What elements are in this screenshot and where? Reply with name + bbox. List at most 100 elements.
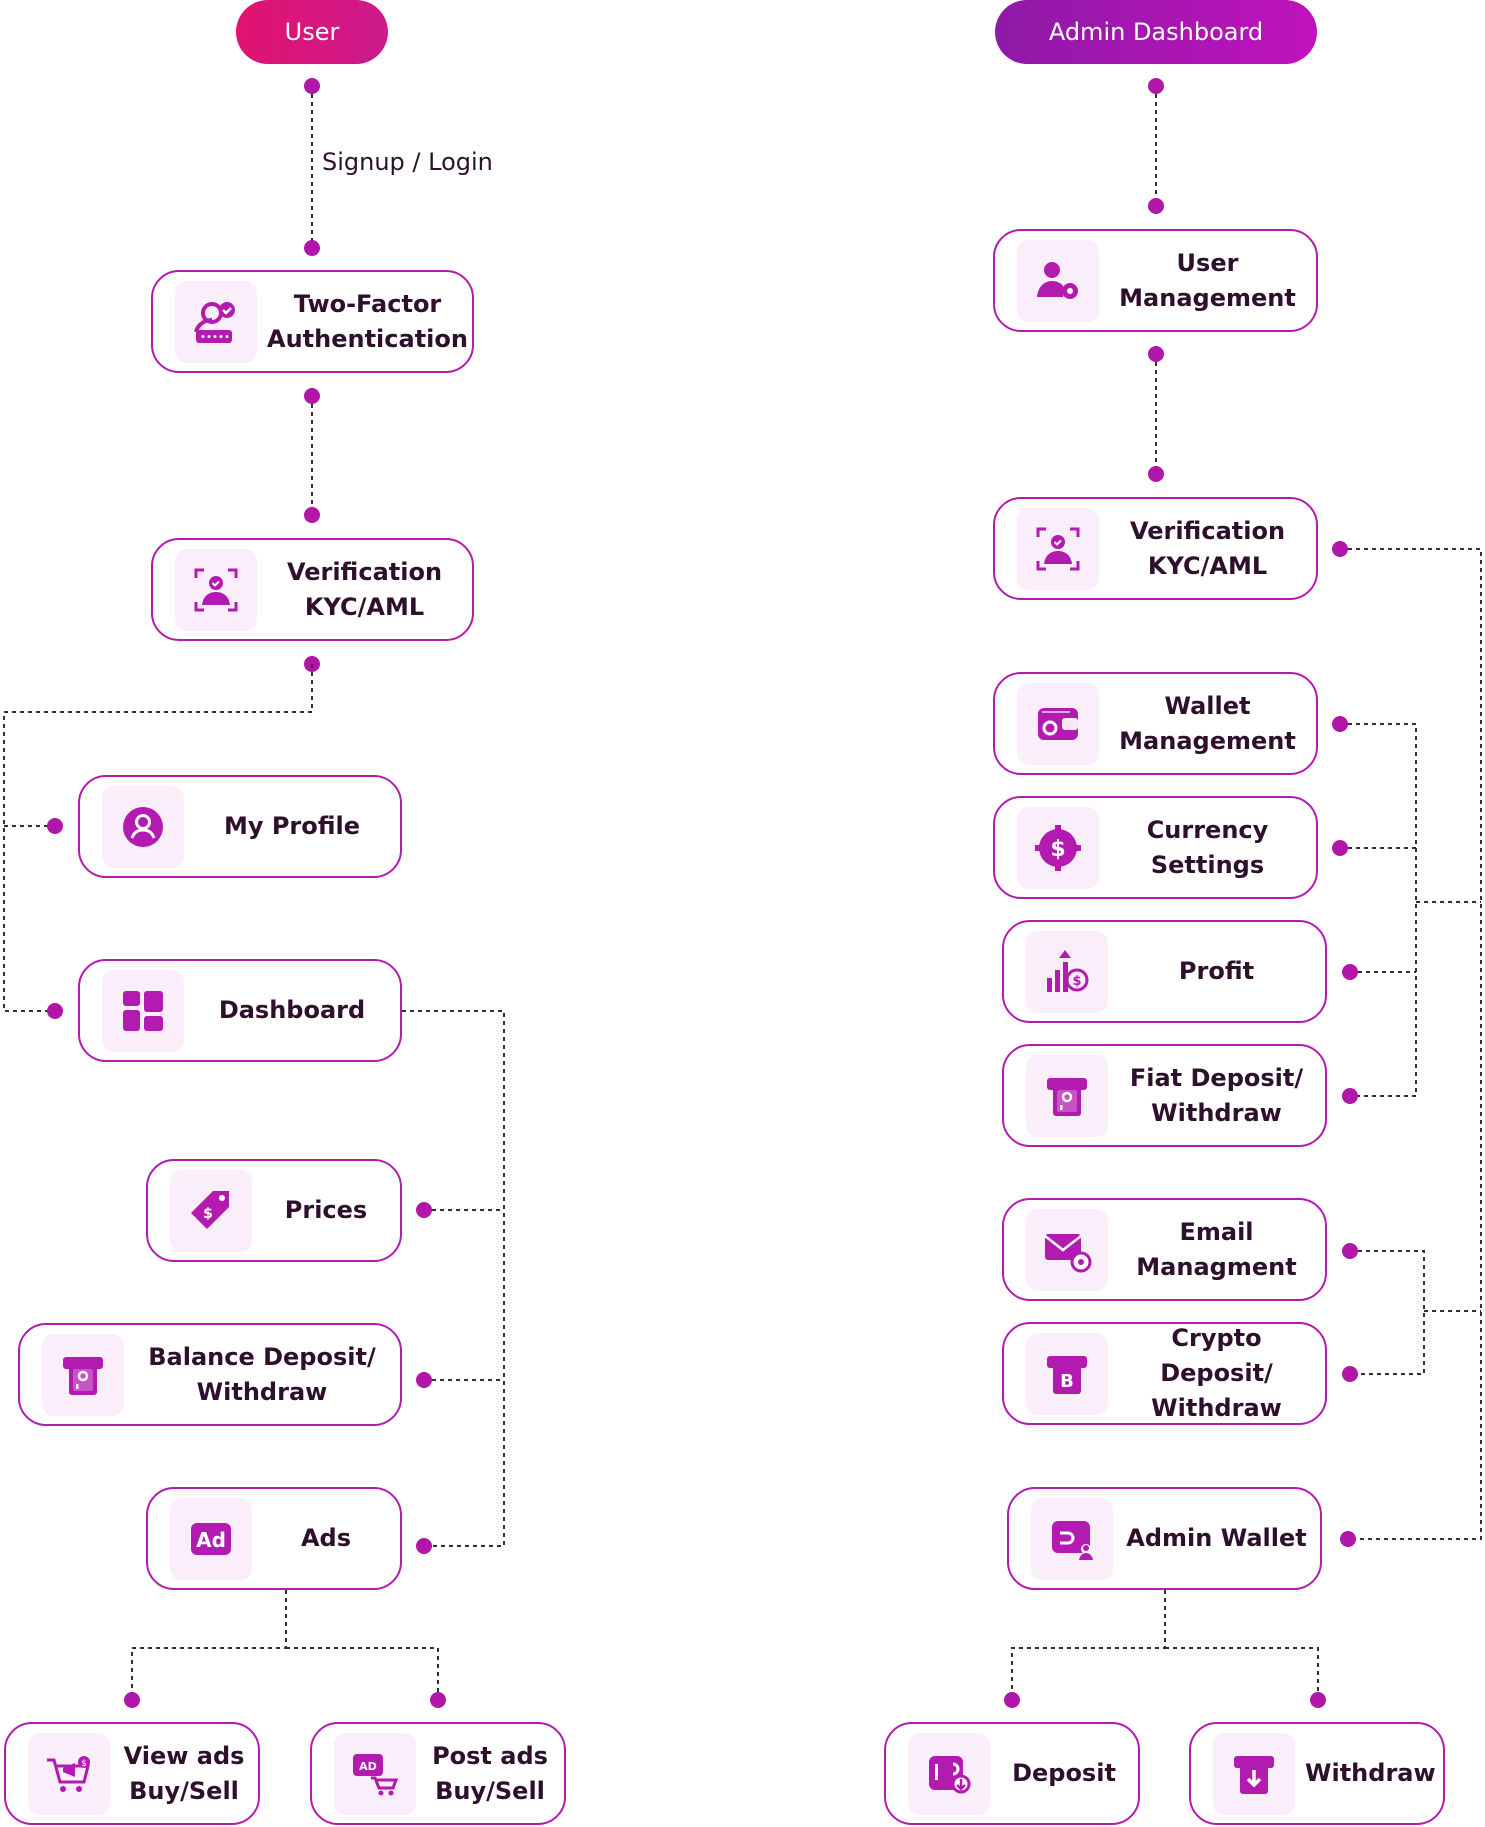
atm-icon [42, 1333, 124, 1416]
admin-wallet-icon [1031, 1497, 1113, 1580]
profile-icon [102, 785, 184, 868]
svg-text:$: $ [1072, 974, 1081, 989]
svg-text:B: B [1060, 1371, 1074, 1392]
node-label: Verification KYC/AML [286, 557, 443, 621]
node-label: Crypto Deposit/ Withdraw [1151, 1324, 1282, 1422]
connector-dot [1148, 346, 1164, 362]
dollar-gear-icon: $ [1017, 806, 1099, 889]
connector-line [1340, 723, 1417, 1097]
user-node-prices[interactable]: $ Prices [146, 1159, 402, 1262]
svg-text:$: $ [1050, 837, 1065, 862]
connector-dot [304, 240, 320, 256]
connector-dot [1148, 198, 1164, 214]
user-node-kyc[interactable]: Verification KYC/AML [151, 538, 474, 641]
admin-node-user-mgmt[interactable]: User Management [993, 229, 1318, 332]
svg-text:$: $ [81, 1759, 87, 1769]
connector-dot [304, 388, 320, 404]
signup-login-label: Signup / Login [322, 148, 493, 176]
admin-node-crypto[interactable]: B Crypto Deposit/ Withdraw [1002, 1322, 1327, 1425]
node-label: Fiat Deposit/ Withdraw [1129, 1063, 1304, 1127]
deposit-icon [908, 1732, 990, 1815]
connector-dot [1332, 716, 1348, 732]
connector-dot [1342, 1243, 1358, 1259]
admin-node-wallet-mgmt[interactable]: Wallet Management [993, 672, 1318, 775]
admin-node-profit[interactable]: $Profit [1002, 920, 1327, 1023]
face-scan-icon [1017, 507, 1099, 590]
connector-dot [416, 1538, 432, 1554]
admin-node-fiat[interactable]: Fiat Deposit/ Withdraw [1002, 1044, 1327, 1147]
svg-text:$: $ [203, 1206, 213, 1222]
connector-dot [1332, 840, 1348, 856]
connector-dot [47, 1003, 63, 1019]
connector-dot [1340, 1531, 1356, 1547]
node-label: Ads [300, 1524, 352, 1552]
node-label: Deposit [1012, 1759, 1116, 1787]
admin-node-kyc[interactable]: Verification KYC/AML [993, 497, 1318, 600]
connector-dot [430, 1692, 446, 1708]
connector-line [1350, 1250, 1425, 1375]
user-gear-icon [1017, 239, 1099, 322]
admin-node-admin-wallet[interactable]: Admin Wallet [1007, 1487, 1322, 1590]
user-node-post-ads[interactable]: AD Post ads Buy/Sell [310, 1722, 566, 1825]
connector-line [402, 1010, 505, 1547]
atm-icon [1026, 1054, 1108, 1137]
node-label: Withdraw [1305, 1759, 1436, 1787]
admin-node-currency[interactable]: $ Currency Settings [993, 796, 1318, 899]
user-node-two-factor[interactable]: Two-Factor Authentication [151, 270, 474, 373]
user-node-ads[interactable]: Ad Ads [146, 1487, 402, 1590]
user-node-balance[interactable]: Balance Deposit/ Withdraw [18, 1323, 402, 1426]
node-label: Post ads Buy/Sell [432, 1741, 548, 1805]
user-node-view-ads[interactable]: $ View ads Buy/Sell [4, 1722, 260, 1825]
connector-line [1011, 1590, 1166, 1700]
node-label: Wallet Management [1119, 691, 1296, 755]
connector-dot [416, 1372, 432, 1388]
connector-dot [1342, 1088, 1358, 1104]
connector-line [286, 1647, 439, 1700]
node-label: Dashboard [218, 996, 366, 1024]
node-label: Verification KYC/AML [1129, 516, 1286, 580]
node-label: My Profile [223, 812, 361, 840]
user-start-pill: User [236, 0, 388, 64]
connector-dot [47, 818, 63, 834]
dashboard-icon [102, 969, 184, 1052]
admin-node-withdraw[interactable]: Withdraw [1189, 1722, 1445, 1825]
email-gear-icon [1026, 1208, 1108, 1291]
node-label: Two-Factor Authentication [267, 289, 468, 353]
connector-dot [124, 1692, 140, 1708]
face-scan-icon [175, 548, 257, 631]
wallet-gear-icon [1017, 682, 1099, 765]
connector-dot [1342, 964, 1358, 980]
node-label: Currency Settings [1146, 815, 1269, 879]
connector-dot [1342, 1366, 1358, 1382]
node-label: Admin Wallet [1126, 1524, 1307, 1552]
connector-line [131, 1590, 287, 1700]
connector-dot [1148, 78, 1164, 94]
ad-icon: Ad [170, 1497, 252, 1580]
svg-text:AD: AD [359, 1760, 377, 1773]
user-shield-icon [175, 280, 257, 363]
connector-dot [1332, 541, 1348, 557]
node-label: Balance Deposit/ Withdraw [148, 1342, 376, 1406]
user-node-my-profile[interactable]: My Profile [78, 775, 402, 878]
profit-chart-icon: $ [1026, 930, 1108, 1013]
node-label: User Management [1119, 248, 1296, 312]
admin-dashboard-pill: Admin Dashboard [995, 0, 1317, 64]
price-tag-icon: $ [170, 1169, 252, 1252]
svg-text:Ad: Ad [196, 1528, 226, 1552]
admin-node-deposit[interactable]: Deposit [884, 1722, 1140, 1825]
node-label: Prices [284, 1196, 368, 1224]
withdraw-icon [1213, 1732, 1295, 1815]
connector-line [1165, 1647, 1319, 1700]
ad-cart-icon: AD [334, 1732, 416, 1815]
node-label: Email Managment [1136, 1217, 1297, 1281]
connector-dot [1004, 1692, 1020, 1708]
admin-node-email[interactable]: Email Managment [1002, 1198, 1327, 1301]
node-label: View ads Buy/Sell [123, 1741, 245, 1805]
connector-dot [304, 507, 320, 523]
connector-dot [416, 1202, 432, 1218]
connector-dot [1148, 466, 1164, 482]
user-node-dashboard[interactable]: Dashboard [78, 959, 402, 1062]
connector-line [1340, 548, 1482, 1540]
connector-line [3, 664, 313, 1012]
